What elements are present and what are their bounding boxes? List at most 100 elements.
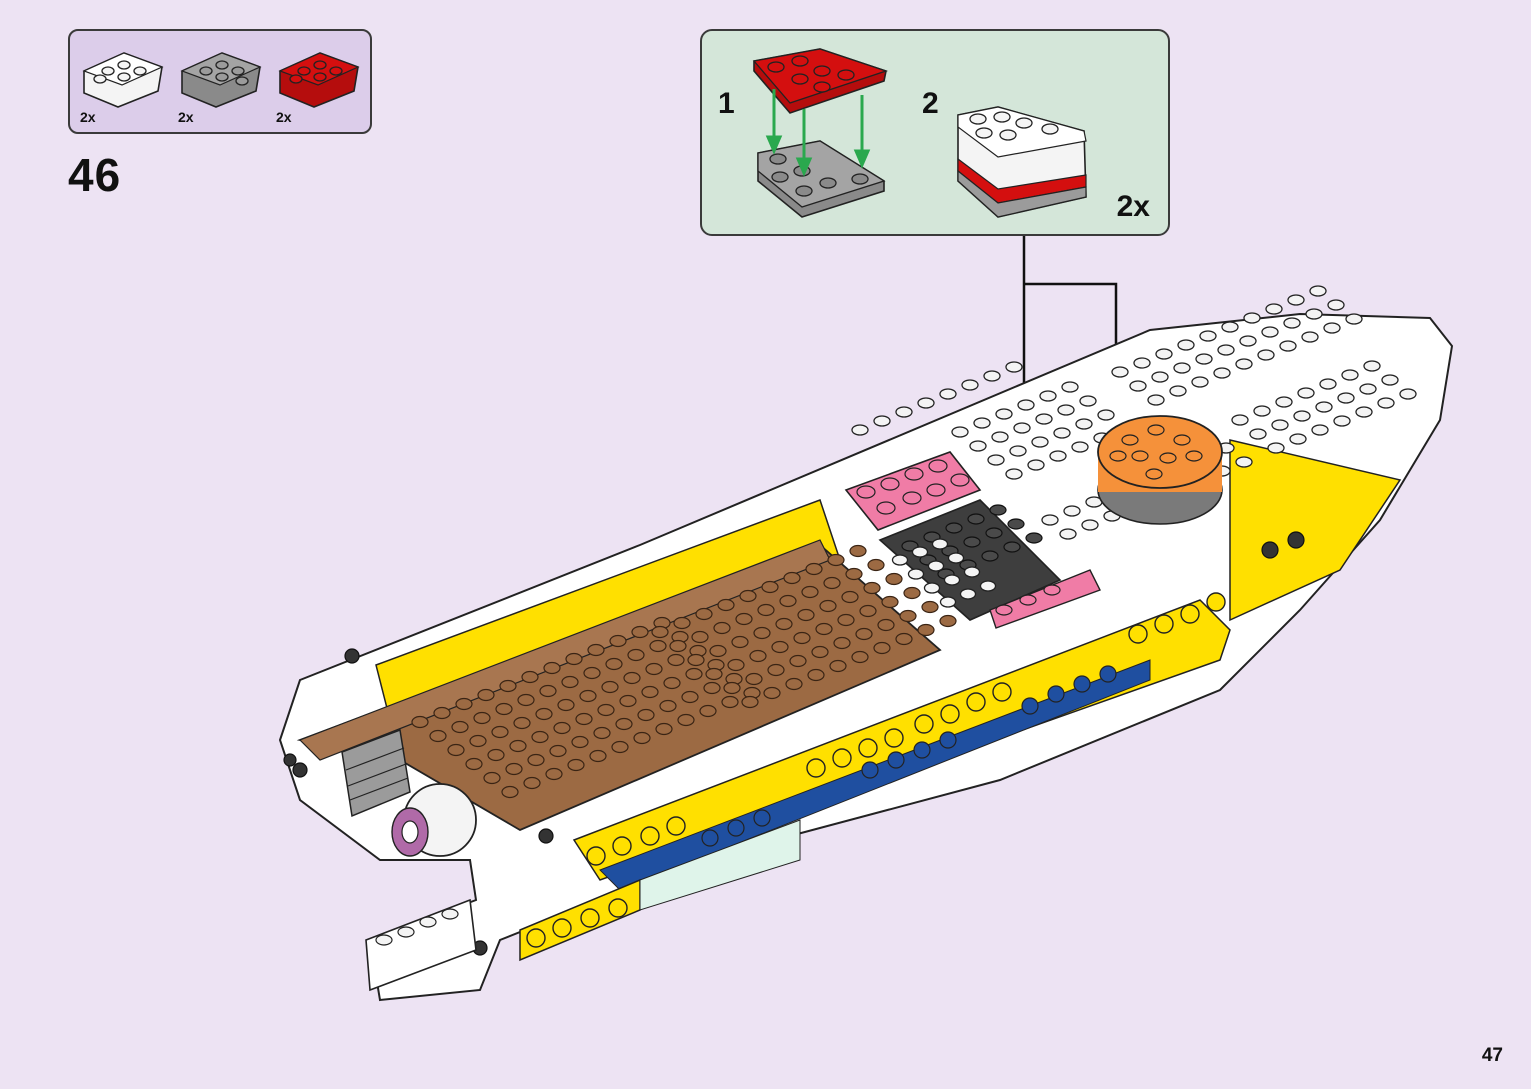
stud bbox=[1356, 407, 1372, 417]
stud bbox=[776, 619, 792, 630]
stud bbox=[1280, 341, 1296, 351]
stud bbox=[941, 597, 956, 607]
stud bbox=[568, 760, 584, 771]
stud bbox=[1360, 384, 1376, 394]
stud bbox=[558, 700, 574, 711]
stud bbox=[946, 523, 962, 533]
stud bbox=[478, 690, 494, 701]
stud bbox=[546, 769, 562, 780]
stud bbox=[982, 551, 998, 561]
stud bbox=[918, 398, 934, 408]
stud bbox=[874, 643, 890, 654]
stud bbox=[706, 669, 722, 680]
stud bbox=[868, 560, 884, 571]
stud bbox=[933, 539, 948, 549]
stud bbox=[896, 407, 912, 417]
stud bbox=[900, 611, 916, 622]
stud bbox=[878, 620, 894, 631]
stud bbox=[434, 708, 450, 719]
stud bbox=[1298, 388, 1314, 398]
stud bbox=[1338, 393, 1354, 403]
stud bbox=[992, 432, 1008, 442]
stud bbox=[500, 681, 516, 692]
stud bbox=[940, 389, 956, 399]
stud bbox=[1178, 340, 1194, 350]
stud bbox=[1098, 410, 1114, 420]
stud bbox=[925, 583, 940, 593]
stud bbox=[736, 614, 752, 625]
stud bbox=[514, 718, 530, 729]
stud bbox=[1258, 350, 1274, 360]
stud bbox=[882, 597, 898, 608]
stud bbox=[1200, 331, 1216, 341]
stud bbox=[1306, 309, 1322, 319]
stud bbox=[834, 638, 850, 649]
stud bbox=[656, 724, 672, 735]
stud bbox=[945, 575, 960, 585]
stud bbox=[714, 623, 730, 634]
stud bbox=[1334, 416, 1350, 426]
stud bbox=[816, 624, 832, 635]
stud bbox=[1324, 323, 1340, 333]
stud bbox=[913, 547, 928, 557]
stud bbox=[1004, 542, 1020, 552]
stud bbox=[1148, 395, 1164, 405]
stud bbox=[584, 668, 600, 679]
stud bbox=[1014, 423, 1030, 433]
stud bbox=[970, 441, 986, 451]
stud bbox=[962, 380, 978, 390]
stud bbox=[1266, 304, 1282, 314]
stud bbox=[620, 696, 636, 707]
stud bbox=[808, 670, 824, 681]
stud bbox=[580, 691, 596, 702]
stud bbox=[1284, 318, 1300, 328]
stud bbox=[1232, 415, 1248, 425]
stud bbox=[828, 555, 844, 566]
stud bbox=[566, 654, 582, 665]
stud bbox=[856, 629, 872, 640]
stud bbox=[1060, 529, 1076, 539]
stud bbox=[802, 587, 818, 598]
stud bbox=[830, 661, 846, 672]
stud bbox=[700, 706, 716, 717]
stud bbox=[1008, 519, 1024, 529]
stud bbox=[864, 583, 880, 594]
stud bbox=[768, 665, 784, 676]
stud bbox=[502, 787, 518, 798]
stud bbox=[786, 679, 802, 690]
stud bbox=[524, 778, 540, 789]
stud bbox=[668, 655, 684, 666]
stud bbox=[1062, 382, 1078, 392]
stud bbox=[1006, 469, 1022, 479]
stud bbox=[1268, 443, 1284, 453]
stud bbox=[968, 514, 984, 524]
stud bbox=[1218, 345, 1234, 355]
stud bbox=[824, 578, 840, 589]
stud bbox=[1026, 533, 1042, 543]
stud bbox=[722, 697, 738, 708]
stud bbox=[838, 615, 854, 626]
stud bbox=[544, 663, 560, 674]
stud bbox=[764, 688, 780, 699]
stud bbox=[918, 625, 934, 636]
stud bbox=[612, 742, 628, 753]
stud bbox=[984, 371, 1000, 381]
stud bbox=[1156, 349, 1172, 359]
stud bbox=[642, 687, 658, 698]
stud bbox=[728, 660, 744, 671]
stud bbox=[1240, 336, 1256, 346]
stud bbox=[974, 418, 990, 428]
stud bbox=[1192, 377, 1208, 387]
stud bbox=[1288, 295, 1304, 305]
stud bbox=[850, 546, 866, 557]
stud bbox=[664, 678, 680, 689]
stud bbox=[492, 727, 508, 738]
stud bbox=[846, 569, 862, 580]
stud bbox=[646, 664, 662, 675]
stud bbox=[949, 553, 964, 563]
stud bbox=[1378, 398, 1394, 408]
stud bbox=[732, 637, 748, 648]
stud bbox=[1262, 327, 1278, 337]
stud bbox=[1244, 313, 1260, 323]
